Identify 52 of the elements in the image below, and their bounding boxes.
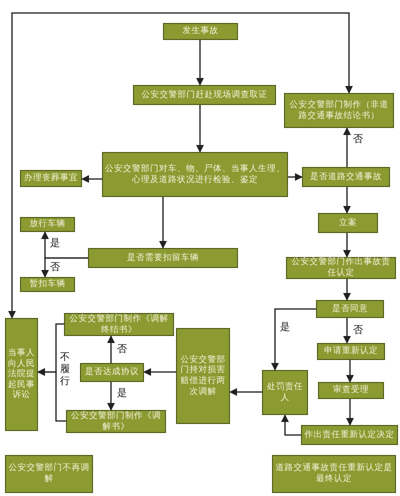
- start-box: 发生事故: [163, 23, 238, 40]
- decision-box: 是否达成协议: [80, 363, 144, 382]
- arrow: [37, 368, 66, 422]
- edge-label: 是: [116, 388, 128, 399]
- edge-label: 不履行: [59, 352, 72, 388]
- arrow: [288, 173, 303, 181]
- process-box: 处罚责任人: [262, 370, 308, 415]
- arrow: [107, 382, 115, 411]
- arrow: [271, 308, 316, 371]
- process-box: 当事人向人民法院提起民事诉讼: [5, 318, 38, 431]
- process-box: 审查受理: [318, 382, 384, 399]
- edge-label: 是: [49, 238, 61, 249]
- process-box: 暂扣车辆: [20, 277, 75, 292]
- arrow: [343, 318, 351, 344]
- arrow: [229, 388, 262, 396]
- process-box: 公安交警部门制作《调解终结书》: [64, 313, 174, 336]
- decision-box: 是否需要扣留车辆: [88, 248, 238, 268]
- edge-label: 是: [279, 322, 291, 333]
- arrow: [81, 175, 102, 183]
- decision-box: 是否同意: [316, 300, 384, 318]
- process-box: 办理丧葬事宜: [20, 170, 82, 187]
- process-box: 公安交警部门对车、物、尸体、当事人生理、心理及道路状况进行检验、鉴定: [102, 152, 288, 197]
- edge-label: 否: [352, 325, 364, 336]
- process-box: 公安交警部门作出事故责任认定: [286, 257, 396, 279]
- arrow: [346, 360, 354, 383]
- note-box: 道路交通事故责任重新认定是最终认定: [272, 455, 396, 493]
- arrow: [196, 40, 204, 86]
- edge-label: 否: [116, 344, 128, 355]
- process-box: 公安交警部门制作（非道路交通事故结论书）: [284, 93, 394, 128]
- arrow: [343, 187, 351, 214]
- arrow: [107, 335, 115, 363]
- arrow: [281, 414, 301, 436]
- arrow: [8, 12, 353, 319]
- process-box: 申请重新认定: [317, 343, 385, 360]
- process-box: 公安交警部门持对损害赔偿进行两次调解: [176, 328, 230, 424]
- process-box: 公安交警部门制作《调解书》: [66, 410, 166, 433]
- process-box: 放行车辆: [20, 217, 75, 232]
- arrow: [41, 257, 88, 278]
- arrow: [343, 127, 351, 167]
- arrow: [196, 105, 204, 153]
- process-box: 作出责任重新认定决定: [301, 425, 398, 445]
- arrow: [343, 279, 351, 301]
- edge-label: 否: [352, 134, 364, 145]
- process-box: 立案: [318, 213, 378, 233]
- note-box: 公安交警部门不再调解: [5, 455, 93, 493]
- process-box: 公安交警部门赶赴现场调查取证: [133, 85, 276, 105]
- arrow: [143, 368, 176, 376]
- arrow: [159, 197, 167, 249]
- decision-box: 是否道路交通事故: [302, 167, 390, 187]
- arrow: [346, 399, 354, 426]
- edge-label: 否: [49, 262, 61, 273]
- arrow: [343, 233, 351, 258]
